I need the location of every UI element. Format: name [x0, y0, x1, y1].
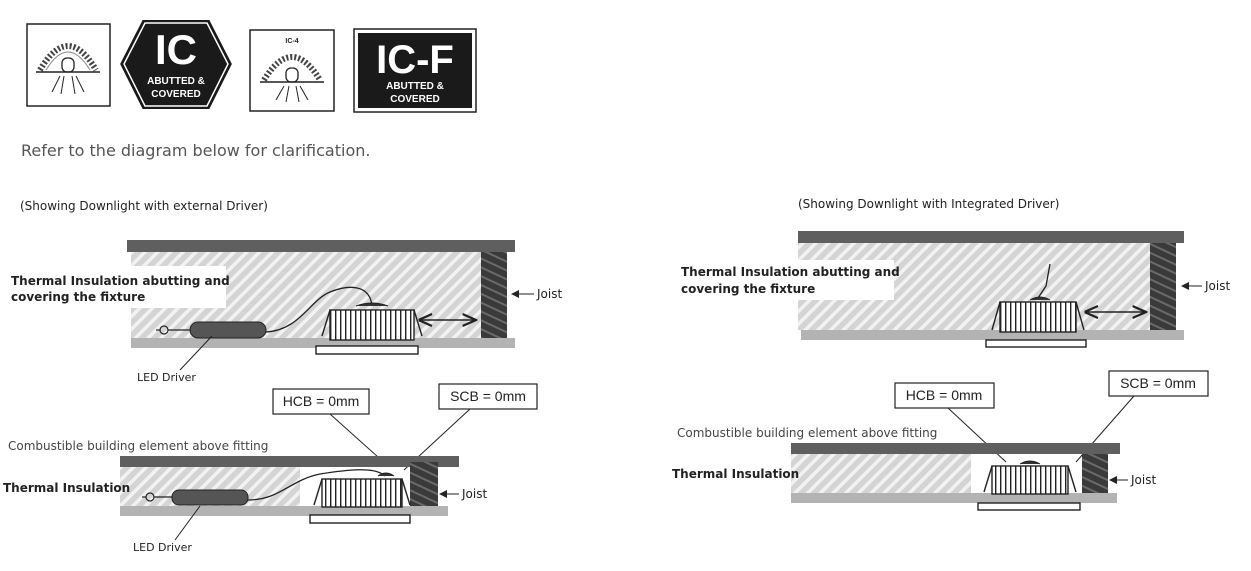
joist-label: Joist	[1204, 279, 1230, 293]
joist-label: Joist	[1130, 473, 1156, 487]
right-caption: (Showing Downlight with Integrated Drive…	[798, 197, 1059, 211]
downlight-fixture	[315, 302, 423, 355]
badge-ic-square	[26, 23, 111, 107]
joist	[410, 462, 438, 506]
joist	[1150, 243, 1176, 330]
joist-label: Joist	[461, 487, 487, 501]
insulation-label: Thermal Insulation	[672, 467, 799, 481]
cable	[265, 286, 373, 333]
badge-ic4-square: IC-4	[249, 29, 335, 112]
intro-text: Refer to the diagram below for clarifica…	[21, 141, 370, 160]
plasterboard	[131, 338, 515, 348]
hcb-label: HCB = 0mm	[906, 387, 983, 403]
joist	[481, 252, 507, 338]
scb-label: SCB = 0mm	[450, 388, 526, 404]
insulation-label-1: Thermal Insulation abutting and	[11, 274, 230, 288]
led-driver	[189, 321, 267, 339]
left-caption: (Showing Downlight with external Driver)	[20, 199, 268, 213]
downlight-fixture	[985, 263, 1087, 348]
ic4-caption: IC-4	[285, 38, 298, 45]
badge-ic-f: IC-F ABUTTED & COVERED	[353, 28, 477, 113]
joist-label: Joist	[536, 287, 562, 301]
plug-icon	[142, 492, 172, 502]
insulation-label-2: covering the fixture	[11, 290, 145, 304]
scb-callout	[438, 383, 538, 410]
right-bottom-diagram: HCB = 0mm SCB = 0mm Combustible building…	[668, 370, 1209, 511]
led-driver	[171, 489, 249, 506]
left-bottom-diagram: HCB = 0mm SCB = 0mm Combustible building…	[0, 383, 538, 554]
icf-title: IC-F	[376, 38, 454, 82]
icf-sub1: ABUTTED &	[386, 81, 444, 92]
label-backdrop	[674, 260, 894, 300]
hcb-label: HCB = 0mm	[283, 393, 360, 409]
hcb-callout	[894, 382, 995, 409]
downlight-heat-icon	[260, 54, 324, 103]
plasterboard	[801, 330, 1184, 340]
badge-ic-hexagon: IC ABUTTED & COVERED	[117, 18, 235, 111]
joist	[1082, 454, 1108, 493]
scb-label: SCB = 0mm	[1120, 375, 1196, 391]
ic-hex-sub1: ABUTTED &	[147, 76, 205, 87]
plasterboard	[120, 506, 448, 516]
hcb-callout	[272, 388, 370, 415]
right-top-diagram: Thermal Insulation abutting and covering…	[674, 231, 1230, 348]
ceiling-slab	[798, 231, 1184, 243]
scb-callout	[1108, 370, 1209, 397]
driver-label: LED Driver	[133, 541, 192, 554]
left-top-diagram: Thermal Insulation abutting and covering…	[4, 240, 562, 384]
ic-hex-sub2: COVERED	[151, 89, 200, 100]
downlight-fixture	[309, 472, 411, 524]
plug-icon	[156, 325, 190, 335]
cable	[247, 469, 386, 501]
combustible-label: Combustible building element above fitti…	[8, 439, 268, 453]
ceiling-slab	[791, 443, 1120, 454]
insulation-label-2: covering the fixture	[681, 282, 815, 296]
downlight-fixture	[977, 460, 1081, 511]
plasterboard	[791, 493, 1117, 503]
insulation-label-1: Thermal Insulation abutting and	[681, 265, 900, 279]
label-backdrop	[668, 463, 788, 483]
ceiling-slab	[120, 456, 459, 467]
downlight-heat-icon	[36, 43, 100, 95]
insulation-label: Thermal Insulation	[3, 481, 130, 495]
label-backdrop	[4, 266, 226, 308]
insulation-layer	[791, 454, 971, 493]
ceiling-slab	[127, 240, 515, 252]
icf-sub2: COVERED	[390, 94, 439, 105]
combustible-label: Combustible building element above fitti…	[677, 426, 937, 440]
label-backdrop	[0, 478, 118, 498]
driver-label: LED Driver	[137, 371, 196, 384]
ic-hex-title: IC	[155, 26, 197, 73]
